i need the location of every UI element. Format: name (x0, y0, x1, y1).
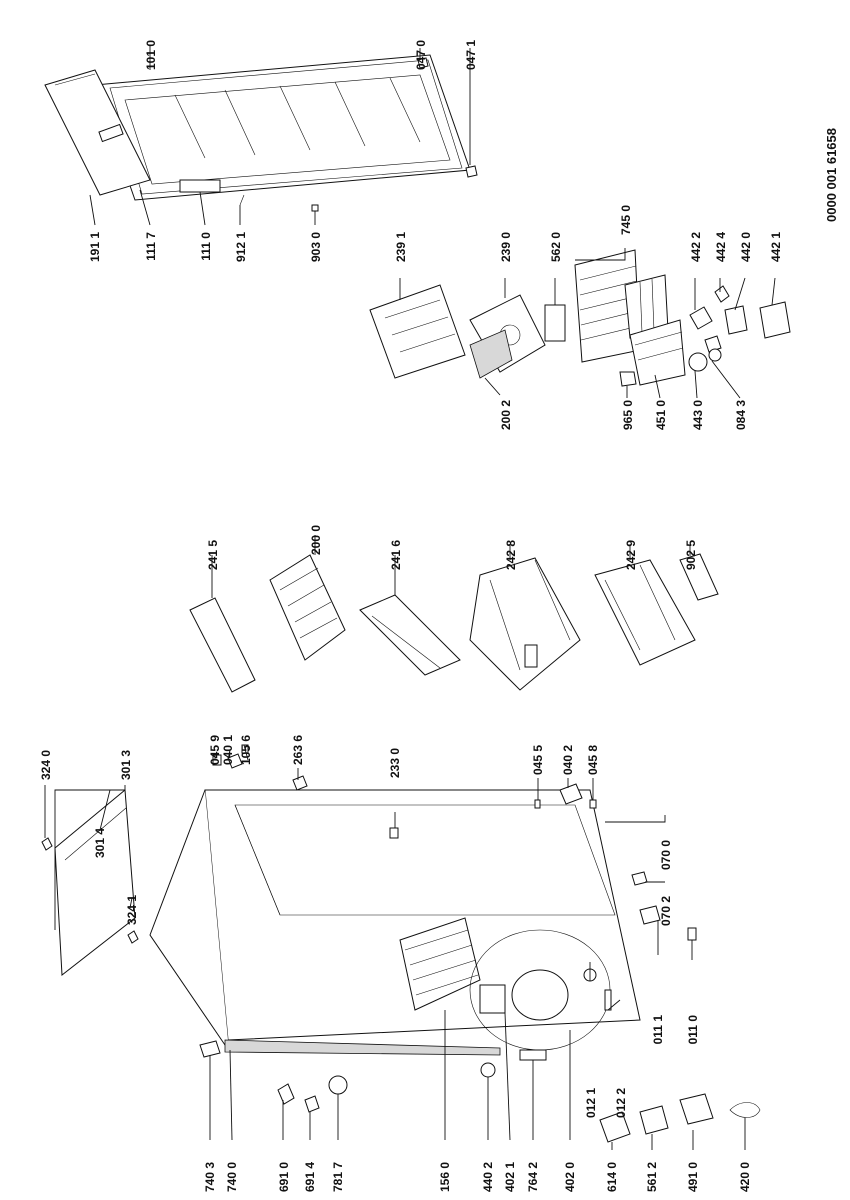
part-label: 440 2 (481, 1162, 495, 1192)
part-label: 047 1 (464, 40, 478, 70)
part-label: 012 1 (584, 1088, 598, 1118)
part-label: 402 1 (503, 1162, 517, 1192)
part-label: 101 0 (144, 40, 158, 70)
part-label: 324 0 (39, 750, 53, 780)
part-label: 040 1 (221, 735, 235, 765)
cabinet-body (41, 744, 761, 1143)
part-label: 239 1 (394, 232, 408, 262)
part-label: 047 0 (414, 40, 428, 70)
part-label: 442 2 (689, 232, 703, 262)
part-label: 191 1 (88, 232, 102, 262)
part-label: 324 1 (125, 895, 139, 925)
evaporator-cover-group (369, 249, 791, 387)
part-label: 691 4 (303, 1162, 317, 1192)
shelves-leader-lines (211, 535, 691, 598)
part-label: 242 9 (624, 540, 638, 570)
part-label: 242 8 (504, 540, 518, 570)
door-assembly (44, 54, 478, 212)
door-leader-lines (89, 45, 471, 226)
part-label: 691 0 (277, 1162, 291, 1192)
evaporator-leader-lines (399, 248, 776, 399)
part-label: 241 5 (206, 540, 220, 570)
part-label: 443 0 (691, 400, 705, 430)
part-label: 912 1 (234, 232, 248, 262)
part-label: 011 0 (686, 1015, 700, 1045)
part-label: 614 0 (605, 1162, 619, 1192)
part-label: 263 6 (291, 735, 305, 765)
part-label: 111 7 (144, 232, 158, 261)
part-label: 562 0 (549, 232, 563, 262)
part-label: 301 3 (119, 750, 133, 780)
part-labels: 101 0 047 0 047 1 191 1 111 7 111 0 912 … (39, 40, 783, 1192)
part-label: 045 9 (208, 735, 222, 765)
part-label: 442 0 (739, 232, 753, 262)
part-label: 011 1 (651, 1015, 665, 1045)
part-label: 200 0 (309, 525, 323, 555)
part-label: 233 0 (388, 748, 402, 778)
part-label: 764 2 (526, 1162, 540, 1192)
part-label: 442 1 (769, 232, 783, 262)
part-label: 740 0 (225, 1162, 239, 1192)
part-label: 156 0 (438, 1162, 452, 1192)
part-label: 740 3 (203, 1162, 217, 1192)
part-label: 491 0 (686, 1162, 700, 1192)
part-label: 045 8 (586, 745, 600, 775)
part-label: 111 0 (199, 232, 213, 261)
part-label: 442 4 (714, 232, 728, 262)
part-label: 903 0 (309, 232, 323, 262)
shelves-drawers-group (189, 553, 719, 693)
part-label: 105 6 (239, 735, 253, 765)
part-label: 239 0 (499, 232, 513, 262)
part-label: 561 2 (645, 1162, 659, 1192)
part-label: 301 4 (93, 828, 107, 858)
part-label: 902 5 (684, 540, 698, 570)
part-label: 045 5 (531, 745, 545, 775)
part-label: 451 0 (654, 400, 668, 430)
part-label: 781 7 (331, 1162, 345, 1192)
part-label: 070 0 (659, 840, 673, 870)
part-label: 745 0 (619, 205, 633, 235)
document-number: 0000 001 61658 (824, 128, 839, 222)
part-label: 241 6 (389, 540, 403, 570)
part-label: 965 0 (621, 400, 635, 430)
part-label: 200 2 (499, 400, 513, 430)
part-label: 084 3 (734, 400, 748, 430)
part-label: 012 2 (614, 1088, 628, 1118)
part-label: 420 0 (738, 1162, 752, 1192)
cabinet-leader-lines (44, 744, 746, 1150)
part-label: 070 2 (659, 896, 673, 926)
part-label: 402 0 (563, 1162, 577, 1192)
part-label: 040 2 (561, 745, 575, 775)
